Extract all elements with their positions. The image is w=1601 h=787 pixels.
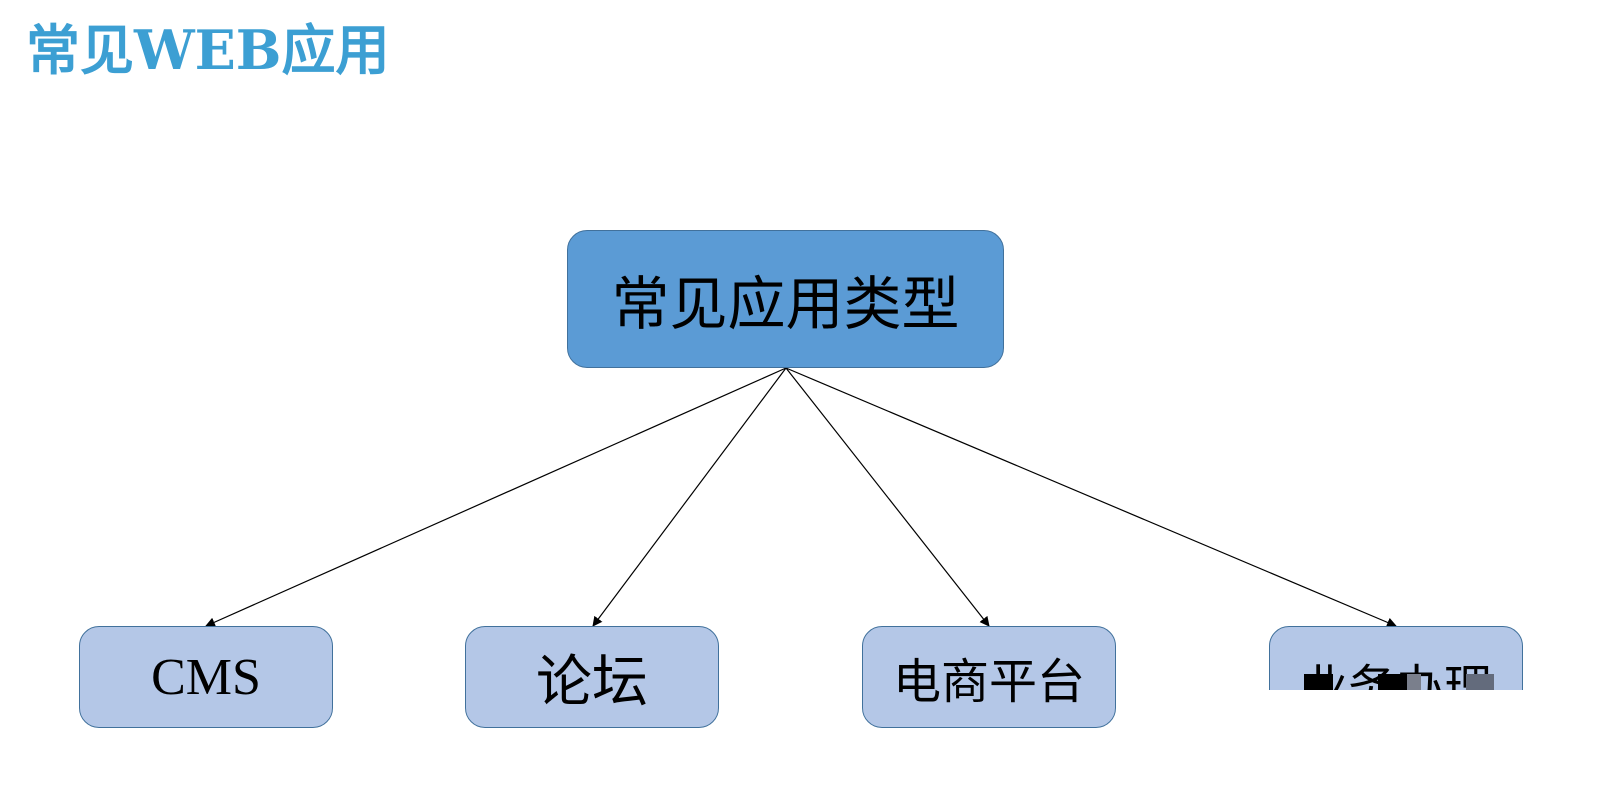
artifact-blot — [1378, 674, 1407, 690]
artifact-blot — [1304, 674, 1333, 690]
child-node-forum: 论坛 — [465, 626, 719, 728]
child-node-label: CMS — [151, 648, 261, 706]
root-node: 常见应用类型 — [567, 230, 1004, 368]
artifact-blot — [1407, 674, 1421, 690]
occlusion-artifact-bottom — [1269, 690, 1529, 730]
connector-root-to-ecommerce — [785, 367, 990, 627]
artifact-blot — [1466, 674, 1494, 690]
occlusion-artifact-right — [1524, 676, 1532, 730]
connector-root-to-forum — [592, 367, 787, 627]
connector-root-to-business — [785, 367, 1397, 628]
child-node-ecommerce: 电商平台 — [862, 626, 1116, 728]
connector-root-to-cms — [205, 367, 787, 627]
child-node-cms: CMS — [79, 626, 333, 728]
root-node-label: 常见应用类型 — [611, 270, 960, 338]
child-node-label: 论坛 — [536, 649, 648, 715]
page-title: 常见WEB应用 — [26, 18, 390, 82]
child-node-label: 电商平台 — [892, 654, 1085, 710]
